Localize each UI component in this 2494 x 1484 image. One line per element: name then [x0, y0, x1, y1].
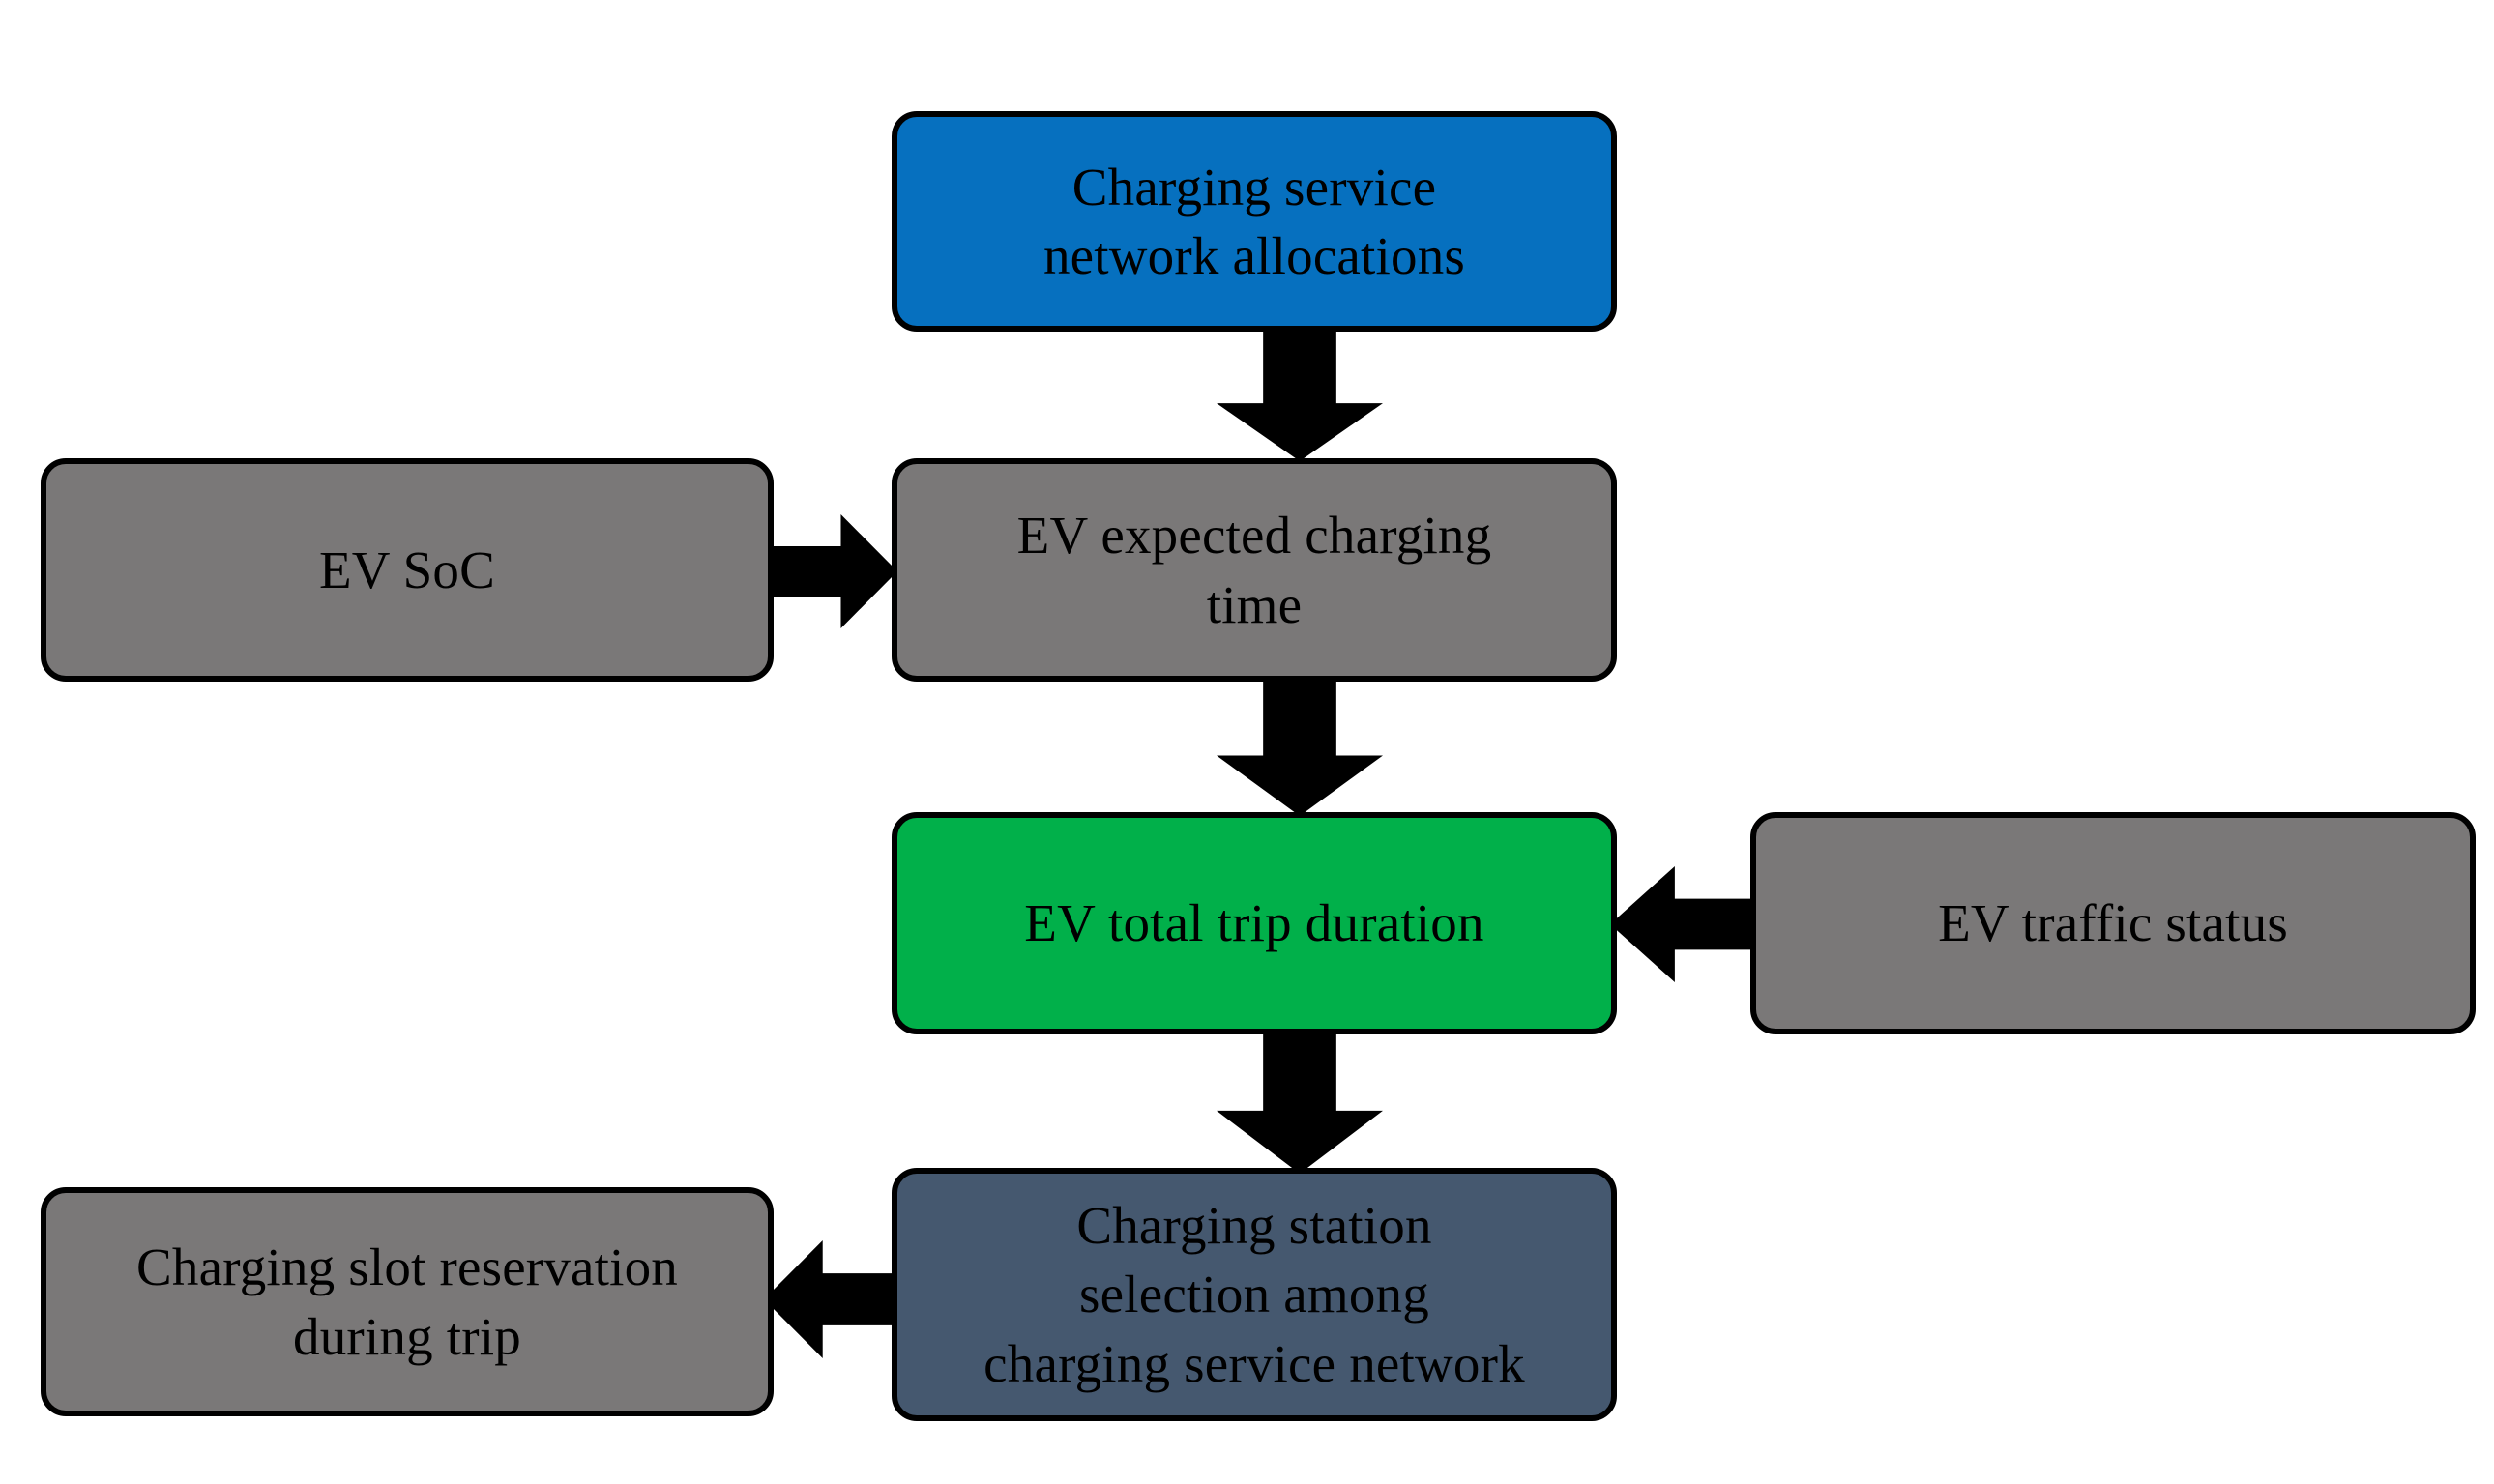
arrow-allocations-to-expected-time	[1217, 330, 1383, 461]
arrow-right-icon	[769, 514, 897, 628]
node-label-charging-slot-reservation: Charging slot reservation during trip	[136, 1237, 678, 1366]
node-charging-service-network-allocations[interactable]: Charging service network allocations	[892, 111, 1617, 332]
arrow-down-icon	[1217, 679, 1383, 816]
node-label-ev-soc: EV SoC	[318, 539, 496, 599]
arrow-soc-to-expected-time	[769, 514, 897, 628]
arrow-left-icon	[1610, 866, 1757, 982]
node-label-ev-total-trip-duration: EV total trip duration	[1024, 893, 1484, 953]
arrow-station-selection-to-slot-reservation	[764, 1240, 897, 1358]
arrow-down-icon	[1217, 1031, 1383, 1174]
node-label-charging-station-selection: Charging station selection among chargin…	[983, 1195, 1525, 1393]
node-label-ev-traffic-status: EV traffic status	[1938, 893, 2288, 953]
arrow-down-icon	[1217, 330, 1383, 461]
node-ev-total-trip-duration[interactable]: EV total trip duration	[892, 812, 1617, 1034]
node-label-ev-expected-charging-time: EV expected charging time	[1016, 506, 1492, 634]
arrow-expected-time-to-total-duration	[1217, 679, 1383, 816]
arrow-left-icon	[764, 1240, 897, 1358]
node-charging-slot-reservation[interactable]: Charging slot reservation during trip	[41, 1187, 774, 1416]
arrow-total-duration-to-station-selection	[1217, 1031, 1383, 1174]
node-label-charging-service-network-allocations: Charging service network allocations	[1042, 157, 1466, 286]
node-ev-expected-charging-time[interactable]: EV expected charging time	[892, 458, 1617, 682]
node-ev-soc[interactable]: EV SoC	[41, 458, 774, 682]
node-charging-station-selection[interactable]: Charging station selection among chargin…	[892, 1168, 1617, 1421]
node-ev-traffic-status[interactable]: EV traffic status	[1750, 812, 2476, 1034]
arrow-traffic-status-to-total-duration	[1610, 866, 1757, 982]
